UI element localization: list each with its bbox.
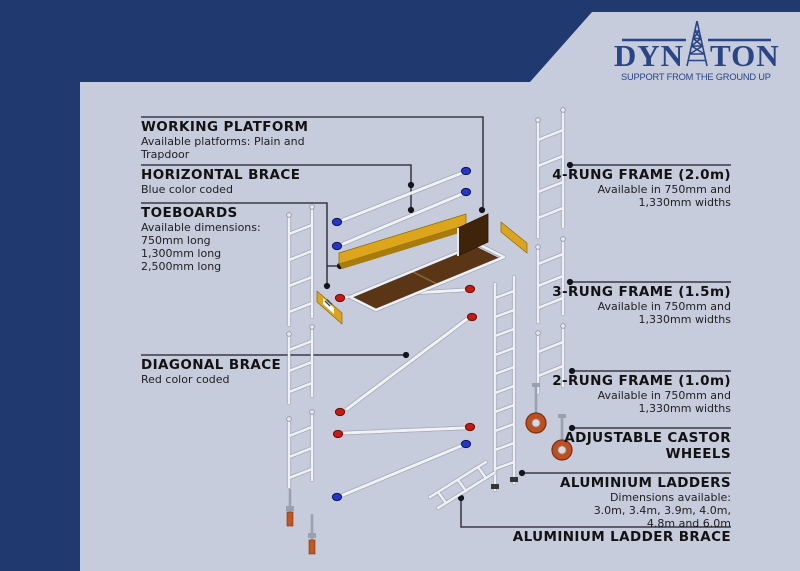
red-hook	[334, 293, 346, 303]
blue-hook	[331, 217, 343, 227]
end-frame-middle	[287, 327, 314, 405]
castor-wheels	[525, 383, 573, 461]
red-hook	[332, 429, 344, 439]
blue-hook	[460, 166, 472, 176]
castor-wheel	[525, 383, 547, 434]
label-title: 2-RUNG FRAME (1.0m)	[552, 373, 731, 389]
callout-dots	[323, 161, 576, 502]
logo-tagline: SUPPORT FROM THE GROUND UP	[621, 72, 771, 82]
aluminium-ladder-brace	[428, 460, 496, 510]
red-hook	[464, 422, 476, 432]
logo-text-right: TON	[710, 38, 780, 73]
working-platform-trapdoor	[457, 213, 489, 257]
tower-frame-stack-left	[286, 204, 315, 489]
end-frame-bottom	[287, 412, 314, 489]
label-title: WHEELS	[665, 446, 731, 462]
callout-horizontal-brace	[141, 164, 412, 210]
end-frame-top	[287, 207, 314, 327]
horizontal-brace-tube	[341, 444, 463, 497]
label-aluminium-ladder-brace: ALUMINIUM LADDER BRACE	[491, 529, 731, 545]
label-title: ADJUSTABLE CASTOR	[564, 430, 731, 446]
diagonal-brace-tube	[342, 426, 466, 435]
label-horizontal-brace: HORIZONTAL BRACE Blue color coded	[141, 167, 351, 196]
adjustable-leg	[286, 489, 294, 527]
callout-ladder-brace	[460, 499, 731, 528]
label-title: HORIZONTAL BRACE	[141, 167, 301, 183]
toeboard-small-left	[316, 290, 343, 325]
frame-4-rung	[536, 110, 565, 239]
label-4-rung-frame: 4-RUNG FRAME (2.0m) Available in 750mm a…	[491, 167, 731, 209]
castor-wheel	[551, 414, 573, 461]
label-title: 3-RUNG FRAME (1.5m)	[552, 284, 731, 300]
horizontal-braces	[331, 166, 472, 502]
blue-hook	[331, 241, 343, 251]
adjustable-legs	[286, 489, 316, 555]
label-working-platform: WORKING PLATFORM Available platforms: Pl…	[141, 119, 351, 161]
ladder-hook	[491, 484, 499, 489]
label-title: 4-RUNG FRAME (2.0m)	[552, 167, 731, 183]
aluminium-ladder	[491, 275, 518, 492]
frame-3-rung	[536, 239, 565, 324]
red-hook	[334, 407, 346, 417]
red-hook	[464, 284, 476, 294]
callout-lines	[141, 116, 731, 528]
logo-tower-icon	[686, 20, 708, 67]
logo-text-left: DYN	[614, 38, 684, 73]
label-title: DIAGONAL BRACE	[141, 357, 282, 373]
label-aluminium-ladders: ALUMINIUM LADDERS Dimensions available: …	[491, 475, 731, 530]
label-toeboards: TOEBOARDS Available dimensions: 750mm lo…	[141, 205, 351, 273]
rung-frames-right	[535, 107, 566, 395]
frame-2-rung	[536, 326, 565, 395]
toeboard-small-right	[500, 221, 528, 254]
diagonal-braces	[332, 284, 478, 439]
label-3-rung-frame: 3-RUNG FRAME (1.5m) Available in 750mm a…	[491, 284, 731, 326]
label-adjustable-castor-wheels: ADJUSTABLE CASTOR WHEELS	[491, 430, 731, 462]
horizontal-brace-tube	[341, 171, 464, 222]
red-hook	[466, 312, 478, 322]
diagonal-brace-tube	[345, 317, 469, 411]
adjustable-leg	[308, 514, 316, 555]
ladder-hook	[510, 477, 518, 482]
horizontal-brace-tube	[341, 192, 464, 246]
label-title: ALUMINIUM LADDERS	[559, 475, 731, 491]
blue-hook	[460, 187, 472, 197]
callout-working-platform	[141, 116, 484, 207]
label-title: ALUMINIUM LADDER BRACE	[512, 529, 731, 545]
blue-hook	[460, 439, 472, 449]
dynaton-logo: DYN TON SUPPORT FROM THE GROUND UP	[614, 20, 780, 82]
label-diagonal-brace: DIAGONAL BRACE Red color coded	[141, 357, 351, 386]
label-2-rung-frame: 2-RUNG FRAME (1.0m) Available in 750mm a…	[491, 373, 731, 415]
label-title: TOEBOARDS	[141, 205, 238, 221]
working-platform-plain	[348, 242, 506, 312]
label-title: WORKING PLATFORM	[141, 119, 309, 135]
blue-hook	[331, 492, 343, 502]
